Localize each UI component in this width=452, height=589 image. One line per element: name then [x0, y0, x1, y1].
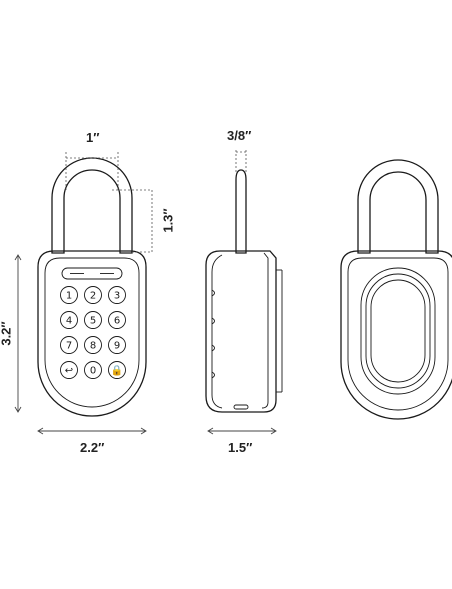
dim-shackle-height	[112, 189, 153, 253]
label-shackle-height: 1.3″	[160, 208, 176, 233]
back-body	[340, 250, 452, 420]
keypad-key-6	[108, 311, 126, 329]
keypad-key-label: 5	[90, 316, 96, 327]
keypad-key-9	[108, 336, 126, 354]
front-view: 1 2 3 4 5 6 7 8 9 ↩ 0 🔒	[37, 157, 147, 417]
label-body-width: 2.2″	[80, 440, 105, 455]
side-view	[205, 169, 283, 413]
keypad-key-7	[60, 336, 78, 354]
keypad-key-label: 0	[90, 366, 96, 377]
indicator-pill	[61, 267, 123, 280]
back-recess-outer	[360, 267, 436, 395]
side-body	[205, 250, 277, 413]
keypad-key-label: 8	[90, 341, 96, 352]
keypad-key-1	[60, 286, 78, 304]
keypad-key-4	[60, 311, 78, 329]
front-shackle	[51, 157, 133, 254]
usb-port	[233, 404, 249, 410]
keypad-key-12	[108, 361, 126, 379]
back-view	[340, 159, 452, 420]
label-body-height: 3.2″	[0, 321, 14, 346]
dim-body-width	[37, 427, 147, 435]
keypad-key-5	[84, 311, 102, 329]
label-shackle-thickness: 3/8″	[227, 128, 252, 143]
dim-shackle-width	[65, 152, 119, 190]
keypad-key-label: 3	[114, 291, 120, 302]
keypad-key-label: 7	[66, 341, 72, 352]
label-body-depth: 1.5″	[228, 440, 253, 455]
keypad-key-10	[60, 361, 78, 379]
keypad-key-3	[108, 286, 126, 304]
dim-body-height	[14, 254, 22, 413]
keypad-key-label: ↩	[65, 366, 73, 377]
label-shackle-width: 1″	[86, 130, 100, 145]
front-keypad-panel	[44, 257, 140, 408]
dim-shackle-thickness	[235, 150, 247, 174]
keypad-key-label: 6	[114, 316, 120, 327]
keypad-key-label: 🔒	[111, 365, 123, 377]
keypad-key-11	[84, 361, 102, 379]
dim-body-depth	[207, 427, 277, 435]
keypad-key-label: 4	[66, 316, 72, 327]
keypad-key-label: 2	[90, 291, 96, 302]
keypad: 1 2 3 4 5 6 7 8 9 ↩ 0 🔒	[60, 286, 126, 379]
keypad-key-2	[84, 286, 102, 304]
side-shackle	[235, 169, 247, 254]
back-shackle	[357, 159, 439, 254]
keypad-key-label: 9	[114, 341, 120, 352]
front-body	[37, 250, 147, 417]
keypad-key-label: 1	[66, 291, 72, 302]
keypad-key-8	[84, 336, 102, 354]
